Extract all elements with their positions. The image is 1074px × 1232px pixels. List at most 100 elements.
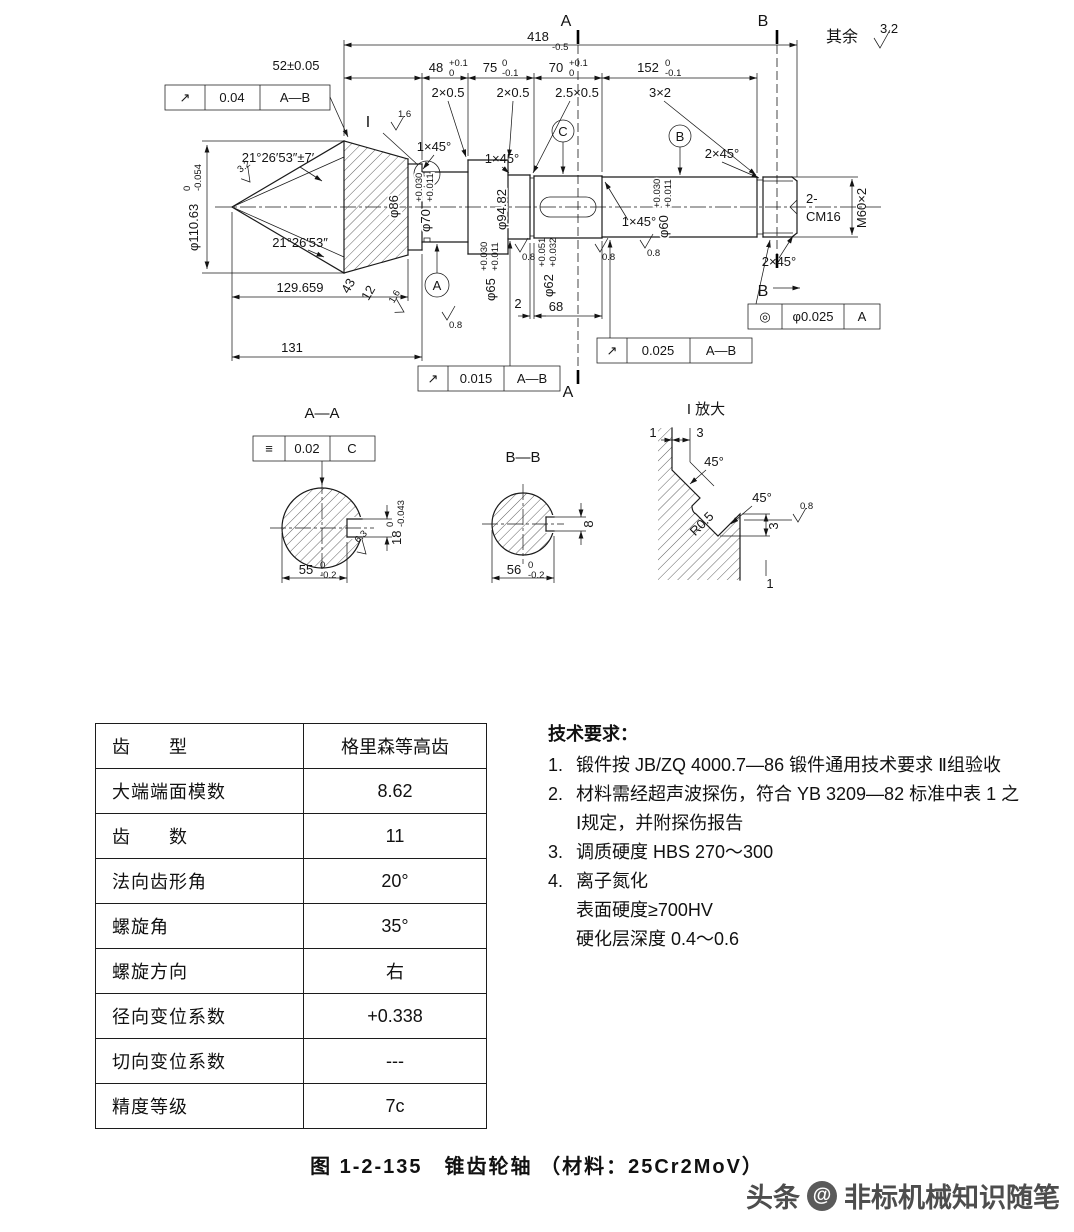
dim-overall-length: 418 <box>527 29 549 44</box>
svg-text:φ94.82: φ94.82 <box>494 189 509 230</box>
section-AA-title: A—A <box>304 405 339 422</box>
dim-phi65: φ65 +0.030 +0.011 <box>479 242 501 301</box>
detail-dim-1: 1 <box>649 425 656 440</box>
svg-text:0: 0 <box>528 560 533 571</box>
dim-56: 56 <box>507 562 521 577</box>
row-label: 齿 型 <box>95 723 304 769</box>
row-label: 切向变位系数 <box>95 1038 304 1084</box>
svg-text:φ60: φ60 <box>656 215 671 238</box>
angle-top: 21°26′53″±7′ <box>242 150 315 165</box>
gdt-frame-runout-0015: ↗ 0.015 A—B <box>417 241 561 392</box>
runout-icon: ↗ <box>428 371 439 386</box>
datum-B: B <box>668 124 692 175</box>
row-value: 7c <box>303 1083 487 1129</box>
svg-text:A—B: A—B <box>280 90 310 105</box>
angle-bottom: 21°26′53″ <box>272 235 328 250</box>
bevel-gear-section <box>231 140 409 274</box>
shaft-drawing: A B A B <box>164 13 898 591</box>
dim-75-up: 0 <box>502 58 507 69</box>
svg-text:+0.032: +0.032 <box>548 238 559 267</box>
svg-text:其余: 其余 <box>826 27 858 46</box>
chamfer-angle-notes: 1×45° 1×45° 1×45° 2×45° 2×45° <box>417 139 796 269</box>
coaxiality-icon: ◎ <box>759 309 770 324</box>
finish-mark-1-6: 1.6 <box>390 109 411 131</box>
tech-item-4-cont-1: 表面硬度≥700HV <box>576 900 713 920</box>
keyway-top-view <box>539 196 597 218</box>
dim-phi94: φ94.82 <box>492 187 511 231</box>
tech-item-4: 4.离子氮化 <box>548 871 648 891</box>
dim-overall-tol: -0.5 <box>552 42 568 53</box>
svg-text:A: A <box>858 309 867 324</box>
svg-text:3: 3 <box>766 522 781 529</box>
row-label: 法向齿形角 <box>95 858 304 904</box>
chamfer-25x05: 2.5×0.5 <box>555 85 599 100</box>
row-label: 齿 数 <box>95 813 304 859</box>
svg-text:C: C <box>347 441 356 456</box>
section-label-B-side: B <box>758 283 800 300</box>
dim-phi60: φ60 +0.030 +0.011 <box>650 177 676 240</box>
watermark-logo-icon: @ <box>807 1180 837 1211</box>
svg-text:φ110.63: φ110.63 <box>186 204 201 251</box>
svg-text:C: C <box>558 124 567 139</box>
svg-text:0.8: 0.8 <box>800 501 813 512</box>
row-value: --- <box>303 1038 487 1084</box>
svg-text:φ86: φ86 <box>386 195 401 218</box>
row-value: 格里森等高齿 <box>303 723 487 769</box>
dim-m60: M60×2 <box>854 188 869 228</box>
svg-text:I: I <box>366 114 370 131</box>
row-label: 大端端面模数 <box>95 768 304 814</box>
dim-131: 131 <box>281 340 303 355</box>
svg-text:φ0.025: φ0.025 <box>793 309 834 324</box>
svg-text:φ65: φ65 <box>483 278 498 301</box>
section-view-BB: B—B 8 56 0 -0.2 <box>482 449 596 583</box>
detail-dim-1b: 1 <box>766 576 773 591</box>
tech-item-4-cont-2: 硬化层深度 0.4～0.6 <box>576 929 740 949</box>
dim-48-up: +0.1 <box>449 58 468 69</box>
svg-text:CM16: CM16 <box>806 209 841 224</box>
dim-68: 68 <box>549 299 563 314</box>
row-value: 8.62 <box>303 768 487 814</box>
section-label-A-top: A <box>561 13 572 30</box>
row-label: 螺旋方向 <box>95 948 304 994</box>
svg-text:B: B <box>676 129 685 144</box>
svg-text:0.04: 0.04 <box>219 90 244 105</box>
detail-I-circle <box>413 160 441 188</box>
detail-angle-b: 45° <box>752 490 772 505</box>
dim-18: 18 0 -0.043 <box>385 500 407 545</box>
svg-text:M60×2: M60×2 <box>854 188 869 228</box>
row-label: 螺旋角 <box>95 903 304 949</box>
tech-item-2-cont: Ⅰ规定，并附探伤报告 <box>576 813 744 833</box>
dim-12: 12 <box>358 283 378 303</box>
note-2x45-b: 2×45° <box>762 254 796 269</box>
table-row: 螺旋方向右 <box>95 948 487 994</box>
svg-text:0: 0 <box>320 560 325 571</box>
svg-text:2-: 2- <box>806 191 818 206</box>
svg-text:0.015: 0.015 <box>460 371 493 386</box>
dim-phi62: φ62 +0.051 +0.032 <box>537 238 559 297</box>
tech-title: 技术要求： <box>548 724 638 744</box>
surplus-roughness-note: 其余 3.2 <box>826 21 898 49</box>
runout-icon: ↗ <box>180 90 191 105</box>
svg-text:-0.054: -0.054 <box>193 164 204 191</box>
svg-text:0.8: 0.8 <box>522 252 535 263</box>
svg-text:-0.2: -0.2 <box>528 570 544 581</box>
svg-text:A—B: A—B <box>517 371 547 386</box>
note-1x45-b: 1×45° <box>485 151 519 166</box>
table-row: 径向变位系数+0.338 <box>95 993 487 1039</box>
svg-text:0.8: 0.8 <box>449 320 462 331</box>
svg-text:φ62: φ62 <box>541 274 556 297</box>
svg-text:-0.043: -0.043 <box>396 500 407 527</box>
dim-75-low: -0.1 <box>502 68 518 79</box>
dim-70-low: 0 <box>569 68 574 79</box>
svg-text:+0.011: +0.011 <box>663 179 674 208</box>
chamfer-2x05-a: 2×0.5 <box>432 85 465 100</box>
note-1x45-a: 1×45° <box>417 139 451 154</box>
gdt-frame-runout-004: ↗ 0.04 A—B <box>164 84 349 138</box>
finish-mark-0-8-detail: 0.8 <box>792 501 813 523</box>
